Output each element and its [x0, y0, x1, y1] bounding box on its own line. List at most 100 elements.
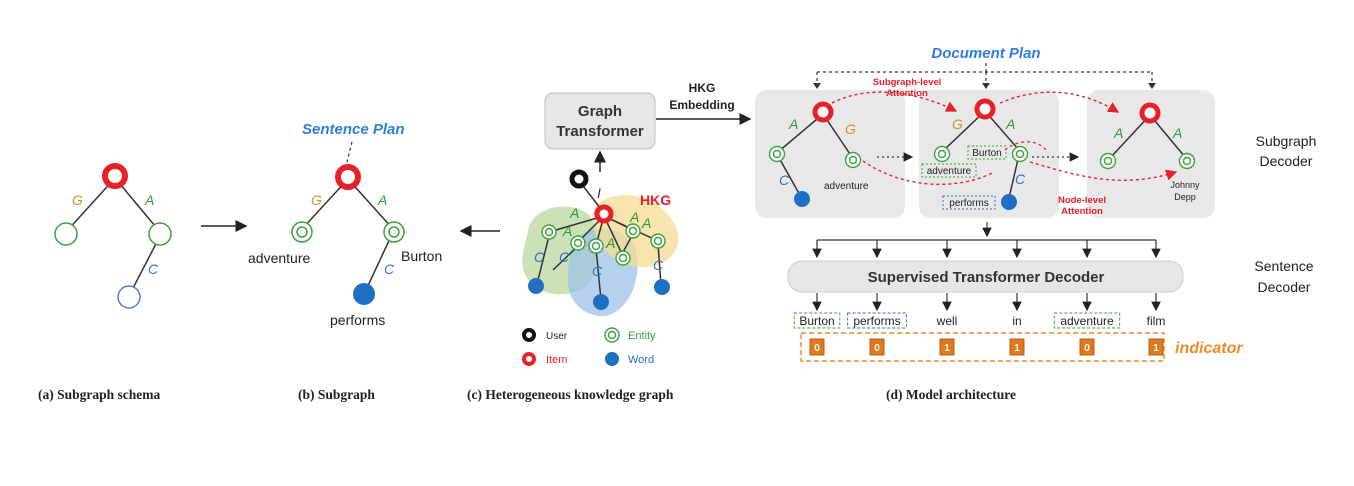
- relation-g-label: G: [72, 192, 83, 208]
- edge-a: [114, 177, 161, 233]
- indicator-cell: [1079, 338, 1095, 356]
- entity-node: [1011, 145, 1029, 163]
- relation-g-label: G: [952, 116, 963, 132]
- entity-node-left: [54, 222, 78, 246]
- relation-g-label: G: [311, 192, 322, 208]
- output-token: adventure: [1060, 314, 1114, 328]
- entity-label-adventure: adventure: [248, 250, 310, 266]
- hkg-embedding-label-2: Embedding: [669, 98, 734, 112]
- word-node: [1001, 194, 1017, 210]
- edge: [595, 247, 602, 301]
- indicator-cell: [869, 338, 885, 356]
- word-node: [528, 278, 544, 294]
- indicator-value: 1: [1153, 343, 1159, 354]
- legend-item-label: Item: [546, 354, 567, 366]
- indicator-value: 1: [944, 343, 950, 354]
- box2-entity-label-left: adventure: [927, 166, 972, 177]
- indicator-value: 0: [874, 343, 880, 354]
- legend: User Entity Item Word: [522, 327, 656, 366]
- sentence-decoder-label-1: Sentence: [1254, 258, 1313, 274]
- relation-a-label: A: [1172, 125, 1182, 141]
- subgraph-attention-arc-1: [831, 91, 958, 112]
- node-attention-label-1: Node-level: [1058, 195, 1106, 206]
- token-highlight: [847, 312, 907, 329]
- transformer-decoder-box: [787, 260, 1184, 293]
- indicator-label: indicator: [1175, 340, 1243, 357]
- entity-node: [844, 151, 862, 169]
- entity-node-burton: [383, 221, 405, 243]
- item-node: [812, 101, 834, 123]
- box2-entity-highlight-right: [967, 145, 1007, 160]
- box2-word-highlight: [942, 195, 996, 210]
- decoder-output-arrows: [812, 293, 1161, 312]
- entity-label-burton: Burton: [401, 248, 442, 264]
- entity-node: [615, 250, 631, 266]
- relation-c-label: C: [592, 263, 603, 279]
- caption-b: (b) Subgraph: [298, 387, 375, 402]
- sentence-decoder-label-2: Decoder: [1258, 279, 1311, 295]
- node-attention-arc-3: [1004, 141, 1047, 151]
- box2-entity-label-right: Burton: [972, 148, 1001, 159]
- word-node: [117, 285, 141, 309]
- token-highlight: [793, 312, 841, 329]
- word-node-performs: [353, 283, 375, 305]
- legend-user-label: User: [546, 331, 568, 342]
- edge: [548, 215, 605, 233]
- item-node: [594, 204, 614, 224]
- legend-word-label: Word: [628, 354, 654, 366]
- relation-i-label: I: [597, 185, 601, 201]
- entity-node: [541, 224, 557, 240]
- caption-c: (c) Heterogeneous knowledge graph: [467, 387, 674, 402]
- graph-transformer-box: [544, 92, 656, 150]
- edge: [777, 113, 824, 153]
- edge-c: [365, 231, 394, 291]
- indicator-frame: [800, 332, 1165, 362]
- decoder-input-arrows: [812, 240, 1161, 259]
- item-node: [102, 163, 128, 189]
- box3-entity-label-2: Depp: [1174, 192, 1196, 202]
- word-node: [794, 191, 810, 207]
- relation-a-label: A: [629, 209, 639, 225]
- box3-entity-label-1: Johnny: [1170, 180, 1200, 190]
- hkg-embedding-label-1: HKG: [689, 81, 716, 95]
- node-attention-arc-1: [862, 160, 995, 186]
- relation-a-label: A: [377, 192, 387, 208]
- item-node: [974, 98, 996, 120]
- subgraph-box-1: [755, 90, 905, 218]
- document-plan-label: Document Plan: [931, 45, 1040, 62]
- legend-user-icon: [522, 328, 536, 342]
- entity-node: [1178, 152, 1196, 170]
- word-node: [593, 294, 609, 310]
- caption-a: (a) Subgraph schema: [38, 387, 161, 402]
- subgraph-box-3: [1087, 90, 1215, 218]
- legend-word-icon: [605, 352, 619, 366]
- indicator-cell: [939, 338, 955, 356]
- item-node: [335, 164, 361, 190]
- sentence-plan-link: [345, 141, 353, 167]
- subgraph-decoder-label-1: Subgraph: [1256, 133, 1317, 149]
- edge-g: [65, 177, 116, 233]
- relation-a-label: A: [788, 116, 798, 132]
- legend-entity-label: Entity: [628, 330, 656, 342]
- relation-c-label: C: [1015, 171, 1026, 187]
- indicator-value: 0: [814, 343, 820, 354]
- subgraph-attention-label-1: Subgraph-level: [873, 77, 942, 88]
- indicator-cell: [1148, 338, 1164, 356]
- document-plan-connector: [816, 63, 1153, 88]
- edge: [552, 245, 579, 271]
- relation-c-label: C: [653, 257, 664, 273]
- sentence-plan-label: Sentence Plan: [302, 121, 405, 138]
- graph-transformer-label-2: Transformer: [556, 123, 644, 140]
- indicator-cell: [809, 338, 825, 356]
- edge: [536, 235, 550, 285]
- entity-node: [650, 233, 666, 249]
- relation-a-label: A: [605, 235, 615, 251]
- edge: [777, 155, 802, 198]
- output-token: well: [936, 314, 958, 328]
- indicator-cell: [1009, 338, 1025, 356]
- relation-c-label: C: [559, 249, 570, 265]
- subgraph-box-2: [919, 90, 1059, 218]
- entity-node: [570, 235, 586, 251]
- relation-a-label: A: [1113, 125, 1123, 141]
- edge: [657, 243, 662, 286]
